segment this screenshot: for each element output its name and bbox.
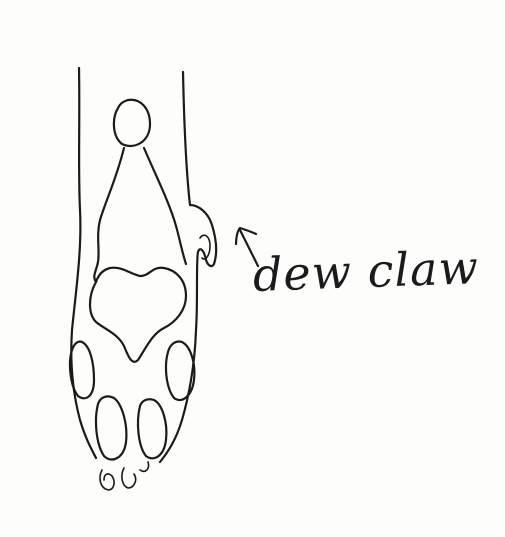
toe-pad-middle-left bbox=[96, 396, 126, 459]
toe-pad-left bbox=[70, 341, 94, 398]
claw-scribble-right bbox=[122, 462, 149, 488]
toe-pad-right bbox=[166, 341, 194, 400]
leg-outline-left bbox=[71, 68, 96, 458]
main-pad bbox=[90, 268, 186, 362]
dew-claw-label: dew claw bbox=[252, 240, 480, 302]
toe-pad-middle-right bbox=[138, 399, 166, 458]
claw-scribble-left bbox=[100, 470, 114, 490]
carpal-pad bbox=[114, 100, 150, 146]
metacarpal-outline bbox=[94, 148, 186, 282]
leg-outline-right bbox=[160, 72, 216, 462]
